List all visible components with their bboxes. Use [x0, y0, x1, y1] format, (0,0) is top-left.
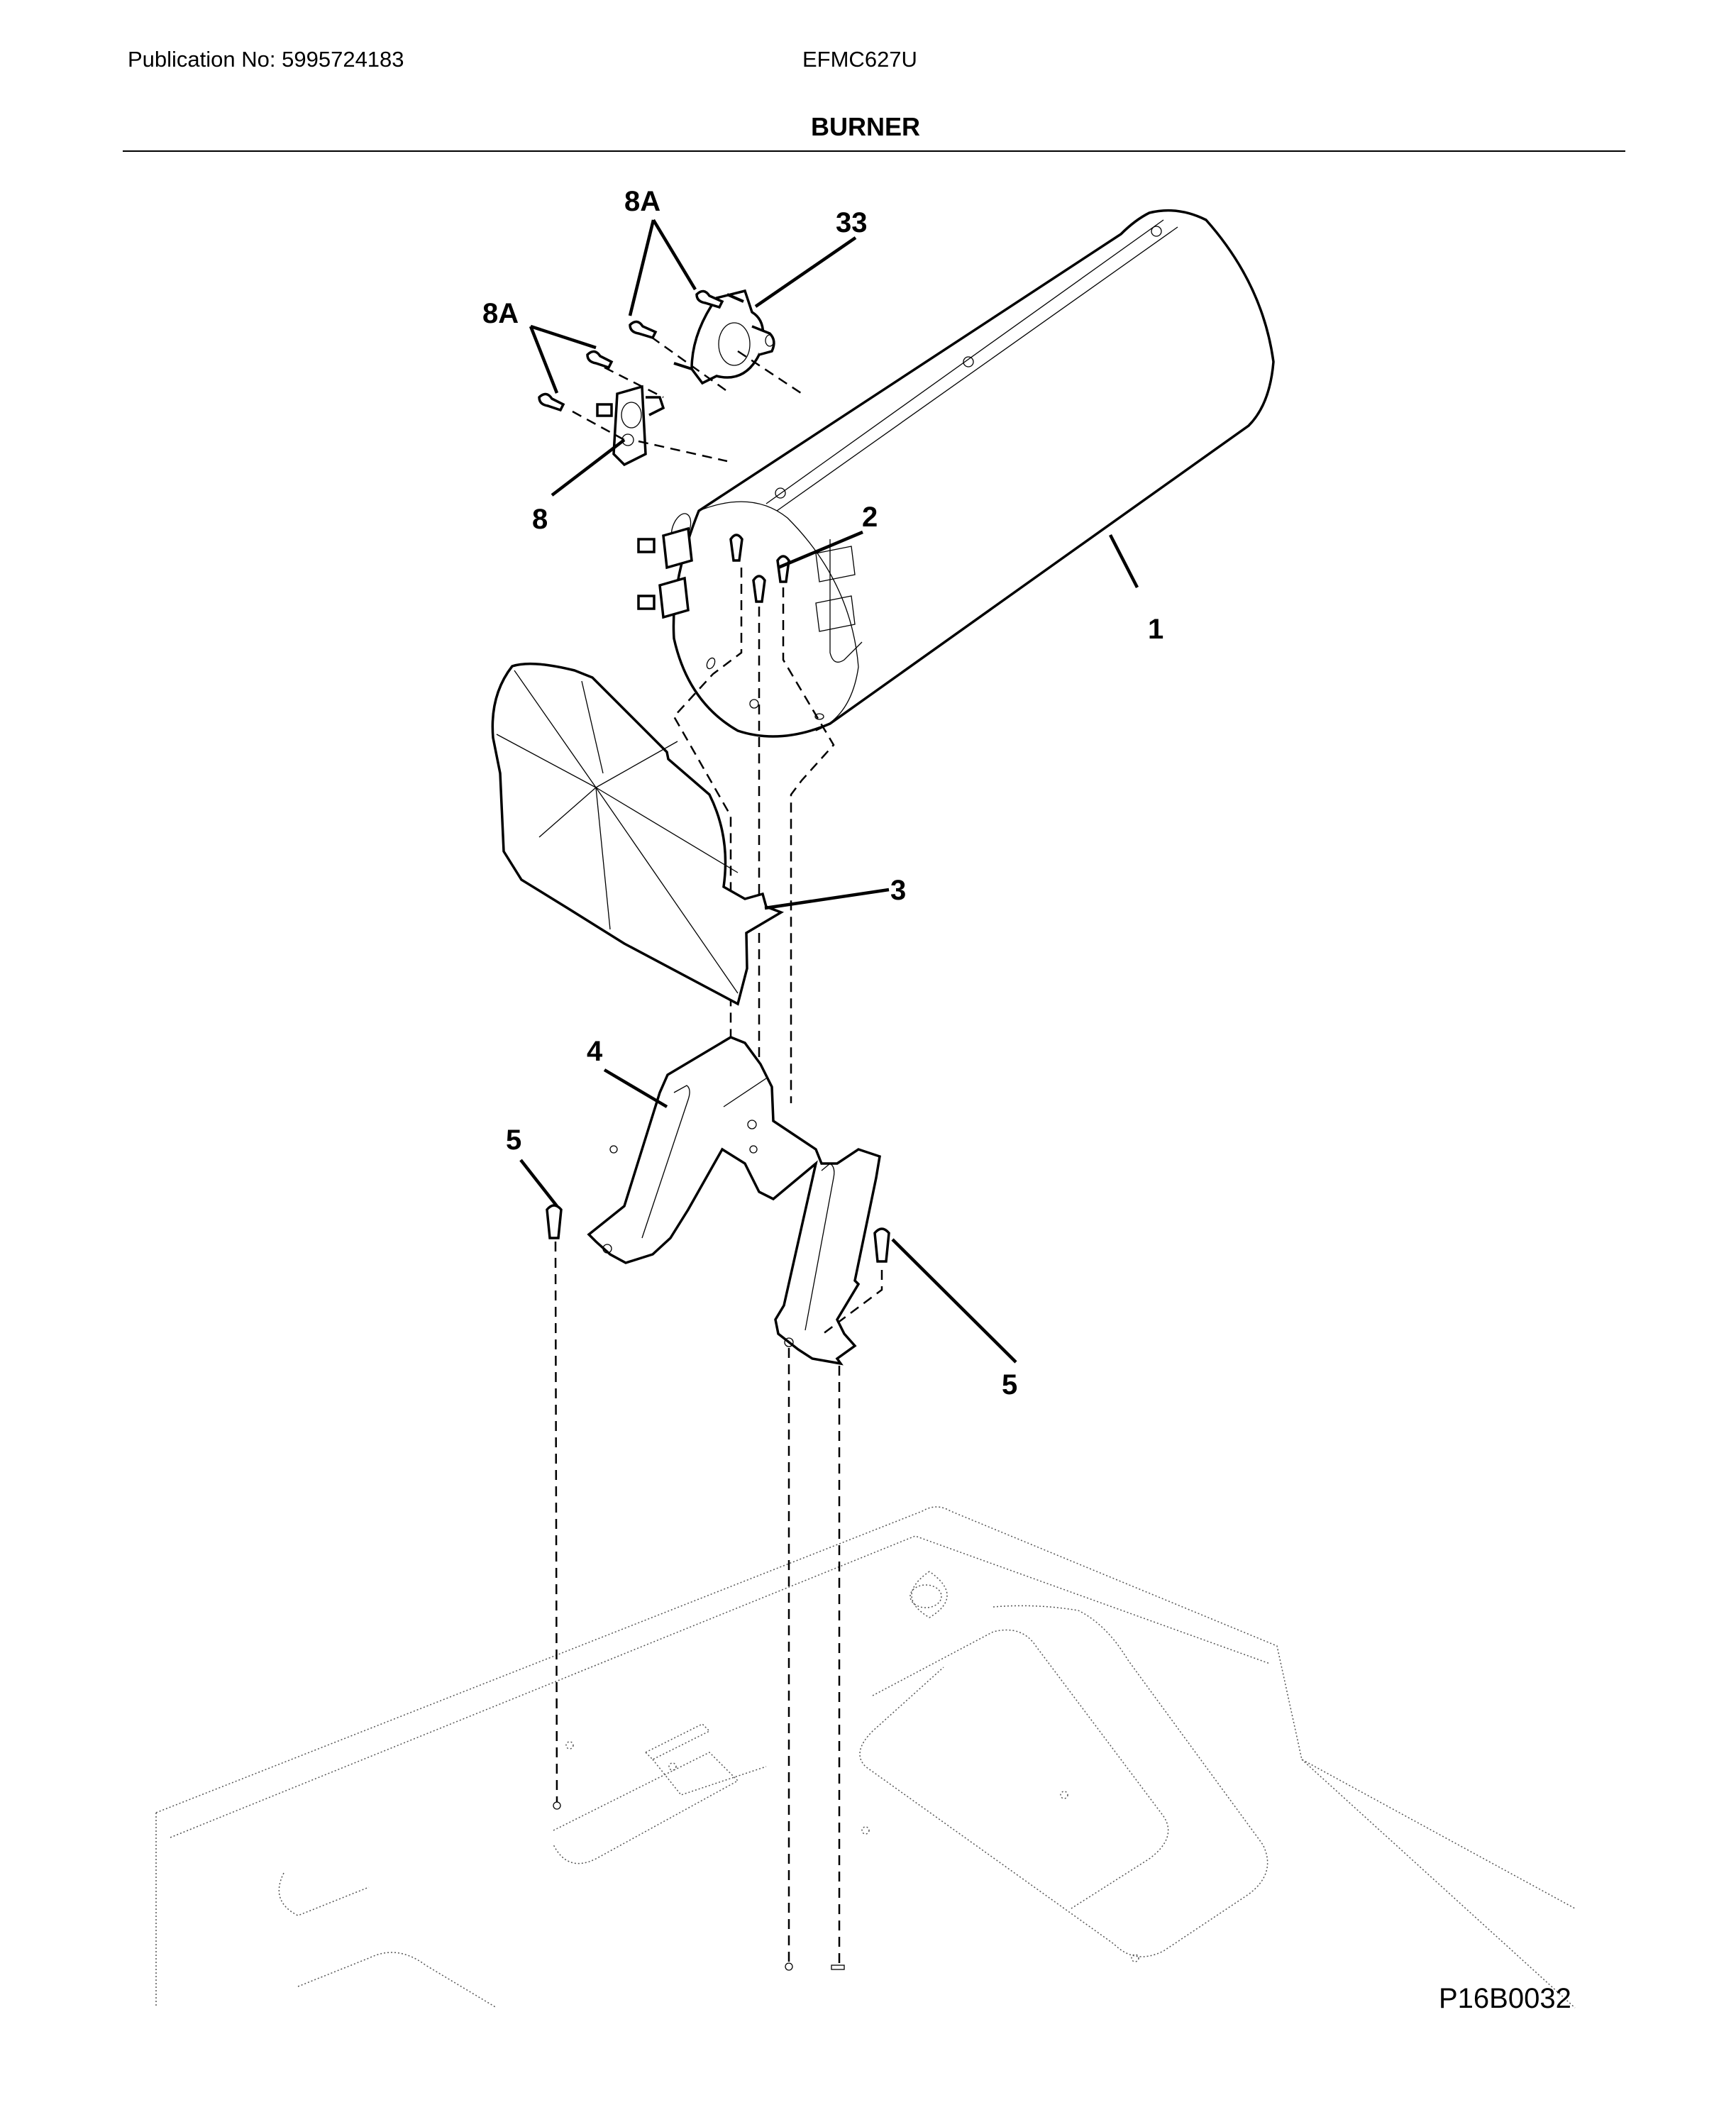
callout-2[interactable]: 2	[862, 502, 878, 533]
callout-5-left[interactable]: 5	[506, 1124, 521, 1156]
bracket-screw-right-icon	[873, 1227, 890, 1263]
thermostat-screw-icon	[538, 350, 614, 412]
callout-8[interactable]: 8	[532, 504, 548, 535]
high-limit-thermostat[interactable]	[673, 289, 775, 385]
assembly-line	[554, 1242, 558, 1803]
callout-1[interactable]: 1	[1148, 614, 1163, 645]
burner-bracket[interactable]	[587, 1036, 881, 1366]
thermostat-fuse[interactable]	[596, 385, 665, 467]
cap-thermostat-upper	[637, 526, 693, 570]
section-title: BURNER	[811, 112, 921, 141]
callout-4[interactable]: 4	[587, 1036, 603, 1067]
base-hole-icon	[785, 1962, 793, 1971]
base-hole-icon	[553, 1801, 561, 1810]
callout-5-right[interactable]: 5	[1002, 1369, 1017, 1400]
assembly-line	[822, 1270, 883, 1335]
callout-3[interactable]: 3	[890, 875, 906, 906]
assembly-line	[638, 440, 728, 463]
callout-33[interactable]: 33	[836, 207, 868, 238]
header-divider	[123, 150, 1625, 152]
bracket-screw-left-icon	[546, 1204, 563, 1239]
model-number: EFMC627U	[802, 47, 917, 72]
assembly-line	[604, 366, 664, 399]
callout-8a-left[interactable]: 8A	[482, 298, 519, 329]
burner-housing-cylinder[interactable]	[637, 209, 1275, 738]
assembly-line	[572, 410, 625, 441]
callout-8a-top[interactable]: 8A	[624, 186, 660, 217]
dryer-base-panel	[155, 1506, 1576, 2008]
publication-number: Publication No: 5995724183	[128, 47, 404, 72]
callout-leaders	[519, 219, 1139, 1364]
assembly-line	[737, 350, 806, 397]
cap-thermostat-lower	[637, 576, 690, 619]
heat-shield[interactable]	[491, 662, 785, 1006]
assembly-line	[673, 568, 743, 1149]
figure-code: P16B0032	[1439, 1983, 1571, 2014]
base-slot-icon	[831, 1964, 845, 1970]
thermostat-screw-icon	[629, 289, 724, 340]
